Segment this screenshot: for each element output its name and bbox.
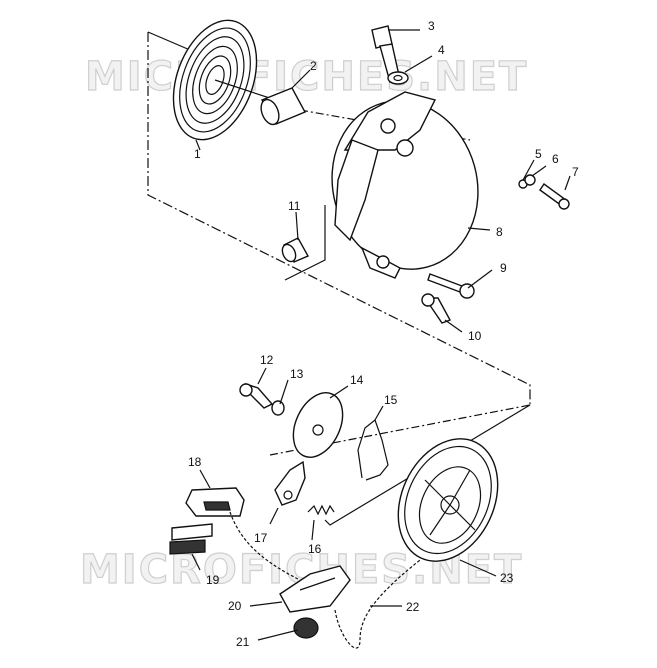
bushing bbox=[260, 87, 306, 126]
callout-18: 18 bbox=[188, 455, 202, 469]
ratchet bbox=[274, 460, 306, 506]
callout-9: 9 bbox=[500, 261, 507, 275]
rope-pulley bbox=[397, 438, 499, 562]
handle-insert bbox=[169, 523, 213, 555]
callout-5: 5 bbox=[535, 147, 542, 161]
watermark-top: MICROFICHES.NET bbox=[85, 54, 528, 100]
callout-22: 22 bbox=[406, 600, 420, 614]
callout-4: 4 bbox=[438, 43, 445, 57]
spring-clip bbox=[357, 419, 389, 481]
callout-16: 16 bbox=[308, 542, 322, 556]
washer-13 bbox=[271, 400, 285, 416]
callout-20: 20 bbox=[228, 599, 242, 613]
callout-2: 2 bbox=[310, 59, 317, 73]
callout-19: 19 bbox=[206, 573, 220, 587]
callout-17: 17 bbox=[254, 531, 268, 545]
callout-8: 8 bbox=[496, 225, 503, 239]
callout-3: 3 bbox=[428, 19, 435, 33]
callout-7: 7 bbox=[572, 165, 579, 179]
callout-15: 15 bbox=[384, 393, 398, 407]
callout-10: 10 bbox=[468, 329, 482, 343]
rope-handle bbox=[185, 487, 245, 517]
starter-housing bbox=[331, 91, 479, 279]
callout-labels: 1 2 3 4 5 6 7 8 9 10 11 12 13 14 15 16 1… bbox=[188, 19, 579, 649]
bolt-10 bbox=[421, 293, 452, 324]
starter-rope bbox=[229, 511, 421, 649]
bolt-12 bbox=[239, 382, 274, 409]
callout-23: 23 bbox=[500, 571, 514, 585]
callout-13: 13 bbox=[290, 367, 304, 381]
friction-plate bbox=[292, 392, 344, 458]
callout-14: 14 bbox=[350, 373, 364, 387]
callout-11: 11 bbox=[288, 199, 301, 213]
small-bushing bbox=[281, 237, 309, 263]
callout-21: 21 bbox=[236, 635, 250, 649]
callout-12: 12 bbox=[260, 353, 274, 367]
callout-6: 6 bbox=[552, 152, 559, 166]
screw-7 bbox=[539, 183, 570, 210]
top-washer bbox=[387, 71, 409, 85]
rope-end bbox=[293, 617, 319, 639]
nut-6 bbox=[524, 174, 536, 186]
callout-1: 1 bbox=[194, 147, 201, 161]
leader-lines bbox=[191, 29, 571, 641]
bolt-9 bbox=[427, 273, 475, 299]
lower-handle bbox=[279, 565, 351, 613]
ratchet-spring bbox=[307, 504, 335, 516]
